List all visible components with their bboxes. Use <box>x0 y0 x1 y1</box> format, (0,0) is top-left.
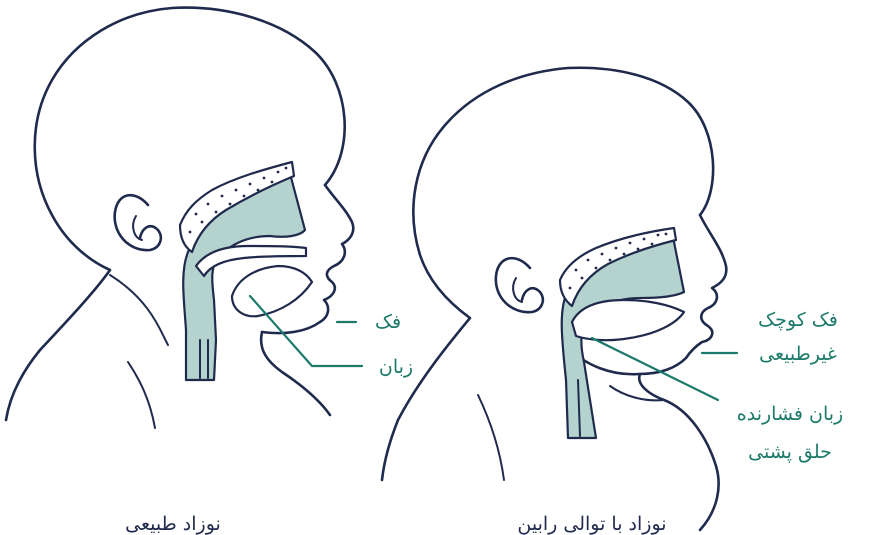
robin-jaw-label-line1: فک کوچک <box>758 309 838 331</box>
robin-neck-fold <box>610 386 664 400</box>
robin-body-line <box>478 395 504 480</box>
normal-neck-line <box>261 332 330 415</box>
robin-tongue-label-line2: حلق پشتی <box>748 441 832 463</box>
normal-newborn-figure: فک زبان نوزاد طبیعی <box>6 8 413 535</box>
robin-tongue <box>572 300 684 340</box>
robin-tongue-label-line1: زبان فشارنده <box>737 403 843 425</box>
robin-chin-neck <box>639 374 718 530</box>
robin-ear <box>496 258 543 312</box>
robin-ear-inner <box>513 278 522 302</box>
robin-sequence-figure: فک کوچک غیرطبیعی زبان فشارنده حلق پشتی ن… <box>382 68 843 535</box>
normal-tongue <box>232 266 312 316</box>
robin-caption: نوزاد با توالی رابین <box>517 513 666 535</box>
normal-body-line <box>128 362 155 428</box>
normal-shoulder-line <box>110 275 168 345</box>
robin-jaw-label-line2: غیرطبیعی <box>759 343 837 365</box>
normal-caption: نوزاد طبیعی <box>125 513 221 535</box>
robin-tongue-leader <box>592 338 718 400</box>
normal-tongue-label: زبان <box>379 356 413 378</box>
normal-ear <box>115 195 161 250</box>
normal-jaw-label: فک <box>375 311 401 333</box>
